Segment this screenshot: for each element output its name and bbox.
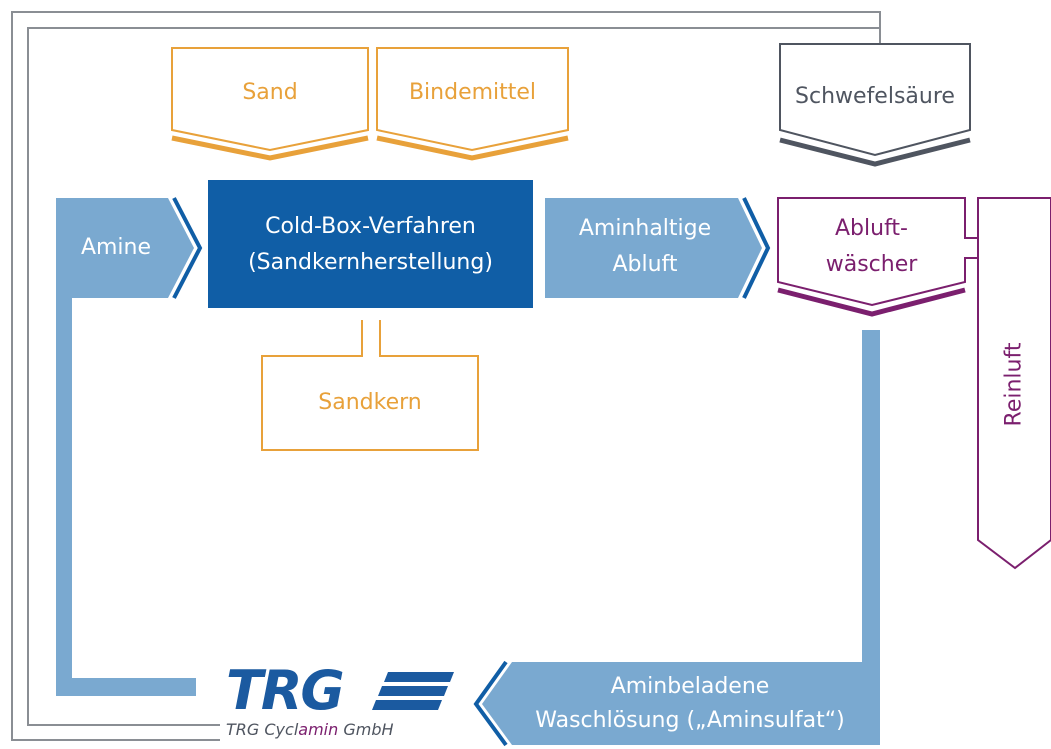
outer-loop-line (11, 11, 881, 741)
sand-core-connector (261, 320, 479, 451)
scrubber-box (777, 197, 979, 307)
wash-return-pipe (862, 330, 880, 745)
scrubber-label-line2: wäscher (825, 252, 918, 277)
sulfuric-acid-box (779, 43, 971, 157)
process-box (208, 180, 533, 308)
exhaust-label-line2: Abluft (612, 252, 678, 277)
amine-arrow (56, 198, 194, 298)
wash-label-line2: Waschlösung („Aminsulfat“) (535, 708, 845, 733)
sand-box-accent (171, 135, 369, 161)
scrubber-label-line1: Abluft- (835, 216, 908, 241)
company-name: TRG Cyclamin GmbH (226, 720, 394, 739)
trg-logo: TRG (226, 659, 345, 722)
inner-loop-line (27, 27, 881, 726)
sulfuric-acid-box-accent (779, 137, 971, 167)
exhaust-arrow (545, 198, 762, 298)
trg-stripes-icon (372, 672, 454, 710)
amine-label: Amine (80, 235, 152, 260)
company-name-accent: amin (298, 720, 339, 739)
process-label-line1: Cold-Box-Verfahren (265, 214, 476, 239)
scrubber-box-accent (777, 287, 966, 317)
clean-air-label: Reinluft (1001, 342, 1027, 427)
company-name-prefix: TRG Cycl (226, 720, 299, 739)
amine-recycle-pipe (56, 298, 196, 696)
binder-label: Bindemittel (408, 80, 537, 105)
sand-label: Sand (242, 80, 298, 105)
exhaust-arrow-accent (742, 197, 771, 299)
amine-arrow-accent (172, 197, 203, 299)
binder-box-accent (376, 135, 569, 161)
sand-box (171, 47, 369, 152)
process-label-line2: (Sandkernherstellung) (248, 250, 493, 275)
wash-arrow-accent (473, 660, 508, 747)
wash-label-line1: Aminbeladene (610, 674, 770, 699)
sand-core-label: Sandkern (318, 390, 422, 415)
sulfuric-acid-label: Schwefelsäure (795, 84, 955, 109)
wash-arrow (482, 662, 880, 745)
clean-air-arrow (977, 197, 1051, 570)
company-name-suffix: GmbH (338, 720, 394, 739)
exhaust-label-line1: Aminhaltige (578, 216, 712, 241)
binder-box (376, 47, 569, 152)
